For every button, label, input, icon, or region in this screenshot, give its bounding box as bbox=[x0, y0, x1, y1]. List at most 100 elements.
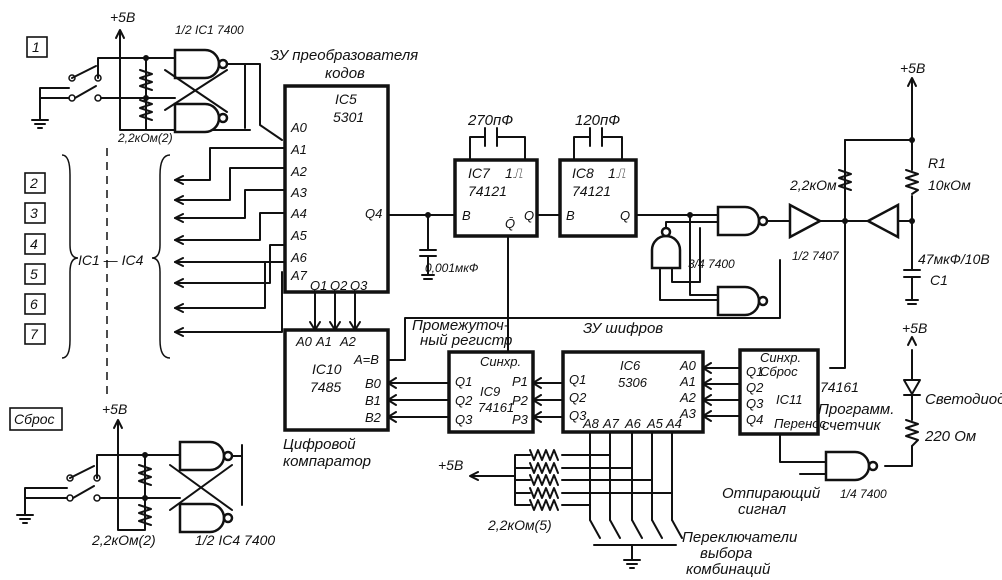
logic-right: 3/4 7400 2,2кОм 1/2 7407 +5В R1 10кОм 47… bbox=[635, 60, 990, 369]
ic5-name: IC5 bbox=[335, 91, 357, 107]
r220-label: 220 Ом bbox=[924, 428, 976, 445]
pin-label: Q1 bbox=[746, 364, 763, 379]
key-1-box[interactable] bbox=[26, 36, 48, 58]
pin-label: Q3 bbox=[569, 408, 587, 423]
pin-label: A0 bbox=[290, 120, 308, 135]
nand-gate bbox=[173, 48, 221, 80]
ic7-pulse: 1⎍ bbox=[505, 165, 523, 181]
switch-ground bbox=[593, 544, 677, 569]
key-5-box[interactable] bbox=[24, 263, 46, 285]
ic5-to-ic10-bus bbox=[309, 291, 361, 331]
supply-arrow bbox=[907, 336, 917, 346]
gate-interconnect bbox=[659, 221, 719, 301]
reset-latch: Сброс +5В 2,2кОм(2) 1/2 IC4 7400 bbox=[9, 401, 275, 548]
key-4-box[interactable] bbox=[24, 233, 46, 255]
ic8-part: 74121 bbox=[572, 183, 611, 199]
switches-label3: комбинаций bbox=[686, 561, 771, 578]
c120-wiring bbox=[573, 127, 623, 161]
ic7-part: 74121 bbox=[468, 183, 507, 199]
pin-label: Q4 bbox=[365, 206, 382, 221]
address-arrows bbox=[174, 175, 184, 337]
ic10-box bbox=[283, 328, 390, 432]
resistor-pair bbox=[139, 69, 153, 121]
pin-label: A3 bbox=[290, 185, 308, 200]
pin-label: A1 bbox=[679, 374, 696, 389]
key-3-box[interactable] bbox=[24, 202, 46, 224]
key-5-label: 5 bbox=[30, 266, 38, 282]
reset-box[interactable] bbox=[9, 407, 63, 431]
pin-label: Синхр. bbox=[480, 354, 521, 369]
gate-14-label: 1/4 7400 bbox=[840, 487, 887, 501]
cross-coupling bbox=[169, 444, 243, 511]
interm-label2: ный регистр bbox=[420, 332, 512, 349]
nand-gate bbox=[178, 502, 226, 534]
prog-counter-label2: счетчик bbox=[822, 417, 882, 434]
key-6-box[interactable] bbox=[24, 293, 46, 315]
gate-34-label: 3/4 7400 bbox=[688, 257, 735, 271]
ic9-register: Промежуточ- ный регистр Синхр. Q1 Q2 Q3 … bbox=[387, 317, 564, 434]
ic10-name: IC10 bbox=[312, 361, 342, 377]
resistor-22k bbox=[838, 169, 852, 191]
pin-label: A=B bbox=[353, 352, 379, 367]
r-pair-top-label: 2,2кОм(2) bbox=[117, 131, 173, 145]
pin-label: Q bbox=[620, 208, 630, 223]
pin-label: Q3 bbox=[455, 412, 473, 427]
pin-label: A7 bbox=[290, 268, 308, 283]
nand-gate bbox=[824, 450, 871, 482]
c270-label: 270пФ bbox=[467, 112, 513, 129]
ic6-name: IC6 bbox=[620, 358, 641, 373]
r1-value: 10кОм bbox=[928, 177, 971, 193]
ic9-to-ic10-bus bbox=[387, 377, 450, 423]
pin-label: A6 bbox=[624, 416, 642, 431]
prog-counter-label: Программ. bbox=[818, 401, 894, 418]
c1-value: 47мкФ/10В bbox=[918, 251, 990, 267]
r1-name: R1 bbox=[928, 155, 946, 171]
interm-label: Промежуточ- bbox=[412, 317, 509, 334]
led-label: Светодиод bbox=[925, 391, 1002, 408]
pin-label: Q2 bbox=[455, 393, 473, 408]
buffer-7407 bbox=[788, 202, 823, 240]
r5-label: 2,2кОм(5) bbox=[487, 517, 552, 533]
supply-label: +5В bbox=[438, 457, 463, 473]
ic9-name: IC9 bbox=[480, 384, 500, 399]
pin-label: Q2 bbox=[330, 278, 348, 293]
pin-label: Сброс bbox=[760, 364, 798, 379]
ic6-box bbox=[561, 350, 705, 434]
key-3-label: 3 bbox=[30, 205, 38, 221]
ic6-rom: ЗУ шифров IC6 5306 Q1 Q2 Q3 A0 A1 A2 A3 … bbox=[561, 320, 741, 521]
digital-comp-label: Цифровой bbox=[283, 436, 356, 453]
ground-symbol bbox=[31, 119, 49, 129]
supply-feed bbox=[469, 471, 516, 481]
unlock-label: Отпирающий bbox=[722, 485, 821, 502]
pin-label: A1 bbox=[315, 334, 332, 349]
ic11-to-ic6-bus bbox=[702, 362, 741, 422]
nand-gate bbox=[173, 102, 221, 134]
ic5-out-wiring bbox=[387, 214, 456, 280]
led-output: +5В Светодиод 220 Ом 1/4 7400 bbox=[799, 320, 1002, 501]
nand-gate bbox=[650, 234, 682, 270]
supply-arrow bbox=[907, 77, 917, 91]
c001-label: 0,001мкФ bbox=[425, 261, 479, 275]
pin-label: Перенос bbox=[774, 416, 826, 431]
resistor-bank bbox=[529, 449, 559, 511]
reset-label: Сброс bbox=[14, 411, 55, 427]
key-2-box[interactable] bbox=[24, 172, 46, 194]
pin-label: Q3 bbox=[746, 396, 764, 411]
eq-line bbox=[387, 259, 781, 361]
pin-label: A4 bbox=[290, 206, 307, 221]
ic7-name: IC7 bbox=[468, 165, 491, 181]
pin-label: B bbox=[462, 208, 471, 223]
pin-label: Синхр. bbox=[760, 350, 801, 365]
nand-gate bbox=[178, 440, 226, 472]
pin-label: Q1 bbox=[569, 372, 586, 387]
key-1-label: 1 bbox=[32, 39, 40, 55]
key-7-box[interactable] bbox=[24, 323, 46, 345]
ic6-to-ic9-bus bbox=[532, 377, 564, 423]
pin-label: A2 bbox=[679, 390, 697, 405]
gate-top-label: 1/2 IC1 7400 bbox=[175, 23, 244, 37]
ic6-bottom-lines bbox=[589, 431, 673, 521]
ic10-comparator: A0 A1 A2 IC10 7485 A=B B0 B1 B2 Цифровой… bbox=[283, 259, 781, 470]
digital-comp-label2: компаратор bbox=[283, 453, 371, 470]
mem-conv-label2: кодов bbox=[325, 65, 365, 82]
